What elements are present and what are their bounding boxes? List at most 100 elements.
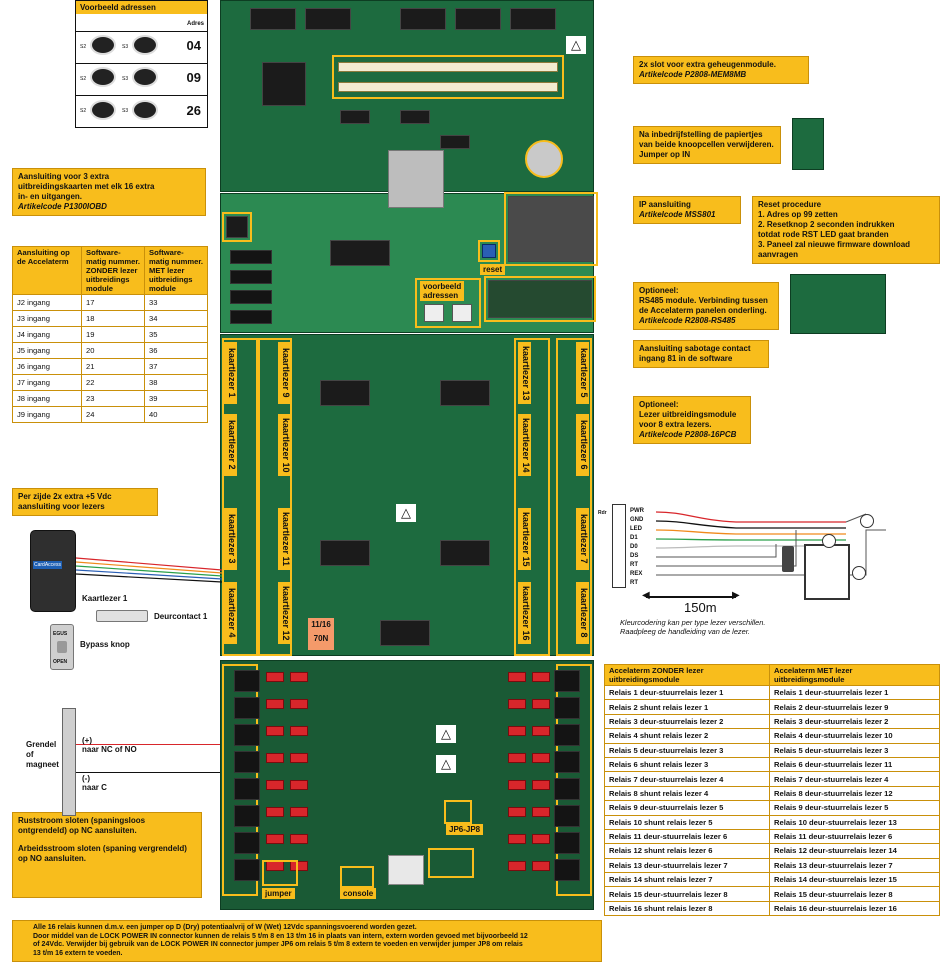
door-contact-icon: [96, 610, 148, 622]
callout-reset: Reset procedure 1. Adres op 99 zetten 2.…: [752, 196, 940, 264]
table-cell: Relais 16 deur-stuurrelais lezer 16: [769, 900, 940, 917]
relay-icon: [508, 807, 526, 817]
plus-text: naar NC of NO: [82, 745, 137, 754]
relay-icon: [266, 672, 284, 682]
relay-terminal: [554, 751, 580, 773]
memory-slot-highlight: [332, 55, 564, 99]
jp-highlight: [444, 800, 472, 824]
callout-ip: IP aansluiting Artikelcode MSS801: [633, 196, 741, 224]
relay-terminal: [554, 724, 580, 746]
expansion-connector-highlight: [222, 212, 252, 242]
reader-terminals-right-highlight: [556, 338, 592, 656]
reader-label-13: kaartlezer 13: [518, 342, 531, 404]
relay-terminal: [234, 859, 260, 881]
ram-chip: [305, 8, 351, 30]
jumper-label: jumper: [262, 888, 295, 899]
reset-button: [482, 244, 496, 258]
card-reader-label: Kaartlezer 1: [82, 594, 128, 603]
table-cell: 40: [144, 406, 208, 423]
table-cell: 37: [144, 358, 208, 375]
reader-small-icon: [782, 546, 794, 572]
sticker-line: 70N: [313, 634, 329, 643]
memory-slot: [338, 62, 558, 72]
table-cell: 17: [81, 294, 145, 311]
pin-label: RT: [630, 562, 638, 568]
table-cell: Relais 9 deur-stuurrelais lezer 5: [604, 800, 770, 816]
relay-icon: [266, 699, 284, 709]
plus-sign: (+): [82, 736, 92, 745]
table-cell: Relais 8 shunt relais lezer 4: [604, 785, 770, 802]
callout-line: 2. Resetknop 2 seconden indrukken: [758, 220, 895, 229]
expansion-connector: [226, 216, 248, 238]
table-cell: Relais 2 shunt relais lezer 1: [604, 699, 770, 715]
relays-header-without: Accelaterm ZONDER lezer uitbreidingsmodu…: [604, 664, 770, 686]
ic-chip: [340, 110, 370, 124]
callout-line: in- en uitgangen.: [18, 192, 82, 201]
callout-line: de Accelaterm panelen onderling.: [639, 306, 767, 315]
callout-line: Artikelcode MSS801: [639, 210, 716, 219]
voorbeeld-label-line: voorbeeld: [423, 282, 462, 291]
minus-sign: (-): [82, 774, 90, 783]
address-switch: [424, 304, 444, 322]
callout-line: RS485 module. Verbinding tussen: [639, 296, 768, 305]
pin-label: RT: [630, 580, 638, 586]
address-row: S2 S3 04: [76, 31, 207, 61]
wire-bundle: [75, 556, 223, 586]
switch-label: S2: [80, 108, 87, 114]
reader-label-14: kaartlezer 14: [518, 414, 531, 476]
voorbeeld-label-line: adressen: [423, 291, 459, 300]
table-cell: J3 ingang: [12, 310, 82, 327]
input-terminal: [230, 290, 272, 304]
table-cell: J2 ingang: [12, 294, 82, 311]
table-cell: 21: [81, 358, 145, 375]
pin-label: PWR: [630, 508, 644, 514]
inputs-header-with: Software-matig nummer. MET lezer uitbrei…: [144, 246, 208, 295]
door-icon: [804, 544, 850, 600]
terminal-block: [612, 504, 626, 588]
wires-icon: [75, 557, 223, 583]
callout-line: Jumper op IN: [639, 150, 691, 159]
input-terminal: [230, 270, 272, 284]
relay-terminal: [554, 859, 580, 881]
switch-label: S3: [122, 108, 129, 114]
rotary-switch-icon: [132, 67, 158, 87]
relay-icon: [266, 807, 284, 817]
card-reader-icon: CardAccess: [30, 530, 76, 612]
reader-label-7: kaartlezer 7: [576, 508, 589, 570]
table-cell: J7 ingang: [12, 374, 82, 391]
callout-line: IP aansluiting: [639, 200, 691, 209]
callout-line: Per zijde 2x extra +5 Vdc: [18, 492, 112, 501]
relay-icon: [290, 834, 308, 844]
callout-line: Aansluiting voor 3 extra: [18, 172, 110, 181]
inputs-header-without: Software-matig nummer. ZONDER lezer uitb…: [81, 246, 145, 295]
table-cell: 38: [144, 374, 208, 391]
memory-slot: [338, 82, 558, 92]
ip-module-highlight: [504, 192, 598, 266]
coin-battery: [525, 140, 563, 178]
table-cell: Relais 15 deur-stuurrelais lezer 8: [604, 886, 770, 902]
callout-line: Artikelcode P1300IOBD: [18, 202, 107, 211]
relays-header-with: Accelaterm MET lezer uitbreidingsmodule: [769, 664, 940, 686]
ram-chip: [400, 8, 446, 30]
relay-terminal: [554, 697, 580, 719]
wiring-note: Raadpleeg de handleiding van de lezer.: [620, 627, 750, 636]
relay-icon: [532, 753, 550, 763]
reader-label-5: kaartlezer 5: [576, 342, 589, 404]
callout-line: 2x slot voor extra geheugenmodule.: [639, 60, 776, 69]
address-value: 09: [186, 70, 201, 85]
wiring-note: Kleurcodering kan per type lezer verschi…: [620, 618, 766, 627]
jumper-photo: [792, 118, 824, 170]
ram-chip: [455, 8, 501, 30]
relay-icon: [266, 780, 284, 790]
reader-label-1: kaartlezer 1: [224, 342, 237, 404]
